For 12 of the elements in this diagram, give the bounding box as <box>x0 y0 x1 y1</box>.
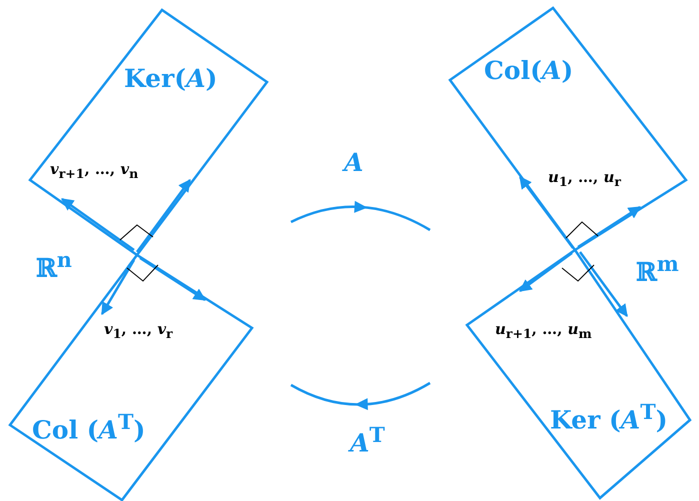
basis-vectors-label: u$_{r+1}$, …, u$_{m}$ <box>495 322 592 340</box>
space-label: ℝ$^{m}$ <box>636 254 679 284</box>
subspace-label: Ker(A) <box>124 66 218 91</box>
subspace-label: Ker (A$^{T}$) <box>550 402 668 432</box>
subspace-label: Col (A$^{T}$) <box>32 412 146 442</box>
basis-vectors-label: u$_{1}$, …, u$_{r}$ <box>548 170 621 188</box>
subspace-label: Col(A) <box>484 58 574 83</box>
map-label: A <box>344 150 364 175</box>
basis-vectors-label: v$_{1}$, …, v$_{r}$ <box>104 322 173 340</box>
map-label: A$^{T}$ <box>350 425 385 456</box>
basis-vectors-label: v$_{r+1}$, …, v$_{n}$ <box>50 162 138 180</box>
space-label: ℝ$^{n}$ <box>36 250 72 280</box>
